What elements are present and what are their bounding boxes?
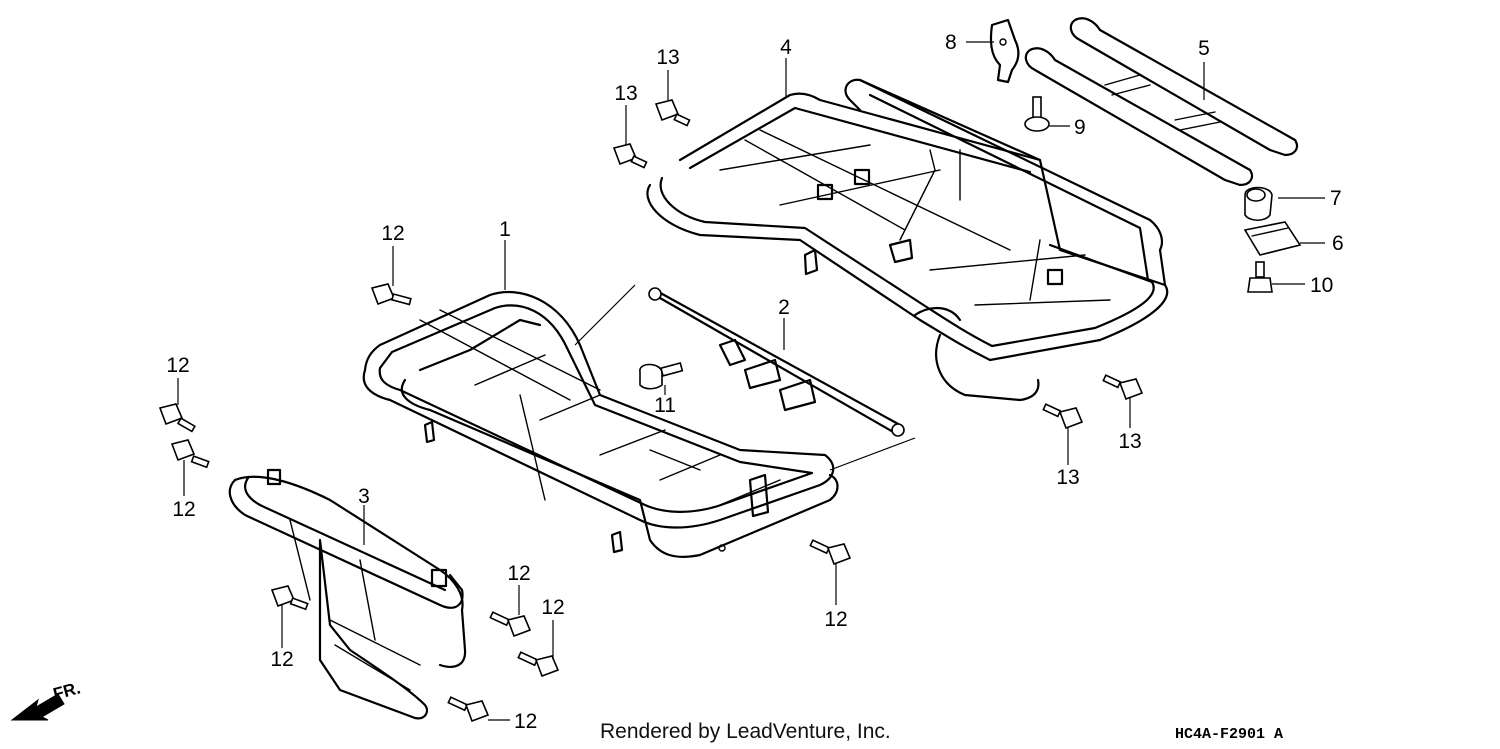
callout-6: 6: [1332, 232, 1344, 255]
callout-5: 5: [1198, 37, 1210, 60]
callout-12: 12: [507, 562, 530, 585]
bolt-9[interactable]: [1024, 96, 1050, 132]
callout-13: 13: [656, 46, 679, 69]
callout-9: 9: [1074, 116, 1086, 139]
bolt-10[interactable]: [1247, 261, 1273, 293]
callout-3: 3: [358, 485, 370, 508]
front-direction-label: FR.: [51, 678, 82, 703]
bolt-13[interactable]: [1042, 403, 1084, 430]
callout-12: 12: [172, 498, 195, 521]
carrier-pipe[interactable]: [648, 287, 905, 437]
callout-12: 12: [381, 222, 404, 245]
callout-8: 8: [945, 31, 957, 54]
callout-13: 13: [1118, 430, 1141, 453]
bolt-13[interactable]: [654, 99, 691, 127]
callout-2: 2: [778, 296, 790, 319]
bolt-13[interactable]: [1102, 374, 1144, 401]
diagram-code: HC4A-F2901 A: [1175, 726, 1283, 743]
callout-10: 10: [1310, 274, 1333, 297]
callout-13: 13: [614, 82, 637, 105]
callout-4: 4: [780, 36, 792, 59]
callout-1: 1: [499, 218, 511, 241]
cushion-plate[interactable]: [1243, 221, 1302, 256]
bolt-11[interactable]: [639, 361, 684, 390]
front-carrier[interactable]: [362, 291, 839, 558]
callout-12: 12: [514, 710, 537, 733]
bolt-12[interactable]: [370, 283, 412, 306]
callout-12: 12: [541, 596, 564, 619]
credit-text: Rendered by LeadVenture, Inc.: [600, 720, 891, 743]
clamp-bracket[interactable]: [989, 18, 1020, 84]
callout-7: 7: [1330, 187, 1342, 210]
front-direction-arrow: FR.: [10, 678, 82, 721]
bolt-13[interactable]: [612, 143, 648, 169]
collar[interactable]: [1244, 186, 1273, 222]
bolt-12[interactable]: [170, 439, 210, 469]
bolt-12[interactable]: [517, 651, 560, 678]
bolt-12[interactable]: [270, 585, 309, 611]
callout-12: 12: [166, 354, 189, 377]
bolt-12[interactable]: [158, 403, 196, 433]
bolt-12[interactable]: [489, 611, 532, 638]
bolt-12[interactable]: [809, 539, 852, 566]
callout-12: 12: [270, 648, 293, 671]
front-guard[interactable]: [228, 468, 467, 720]
callout-11: 11: [654, 394, 676, 417]
bolt-12[interactable]: [447, 696, 490, 723]
carrier-support-bracket[interactable]: [1024, 17, 1299, 187]
rear-carrier[interactable]: [646, 78, 1169, 402]
callout-13: 13: [1056, 466, 1079, 489]
callout-12: 12: [824, 608, 847, 631]
